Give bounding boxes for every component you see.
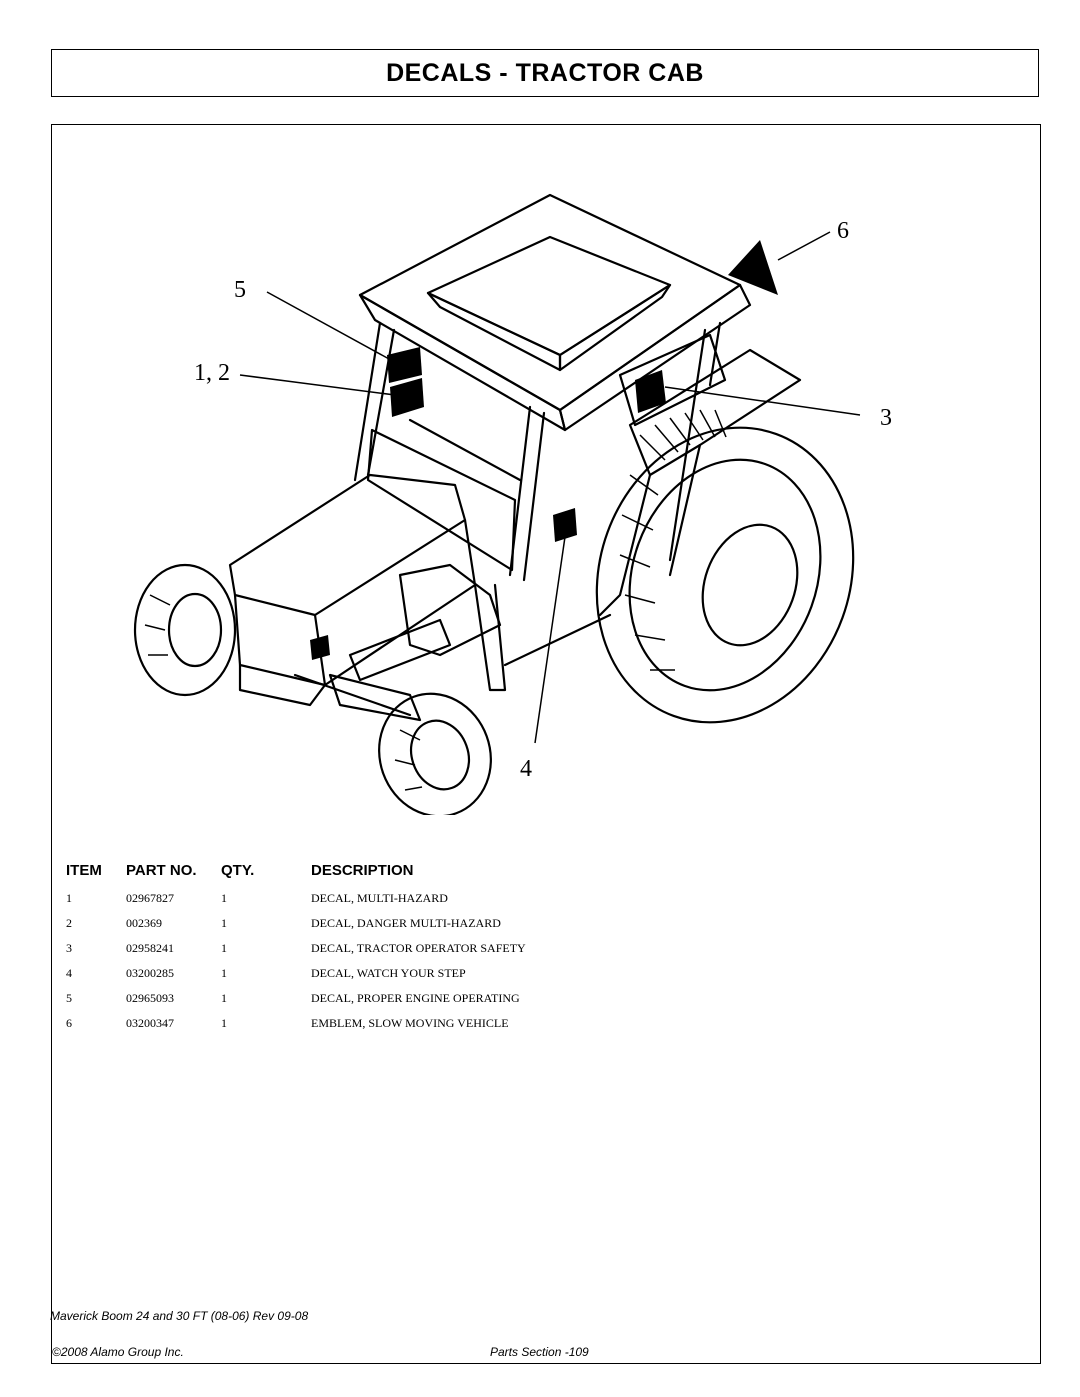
part-number: 002369 xyxy=(126,916,162,930)
tractor-cab-illustration xyxy=(133,193,861,815)
column-header-item: ITEM xyxy=(66,862,102,879)
part-number: 02967827 xyxy=(126,891,174,905)
quantity: 1 xyxy=(221,1016,227,1030)
page-title: DECALS - TRACTOR CAB xyxy=(386,58,704,87)
page-title-box: DECALS - TRACTOR CAB xyxy=(51,49,1039,97)
roof-hatch xyxy=(426,235,672,357)
description: DECAL, DANGER MULTI-HAZARD xyxy=(311,916,501,930)
decal-4 xyxy=(553,508,577,542)
item-number: 2 xyxy=(66,916,72,930)
table-row: 2 002369 1 DECAL, DANGER MULTI-HAZARD xyxy=(0,916,1080,936)
table-row: 6 03200347 1 EMBLEM, SLOW MOVING VEHICLE xyxy=(0,1016,1080,1036)
callout-4: 4 xyxy=(520,756,532,782)
rear-tire xyxy=(595,426,855,724)
item-number: 3 xyxy=(66,941,72,955)
page-number: Parts Section -109 xyxy=(490,1345,589,1359)
decal-1-2 xyxy=(390,378,424,417)
front-tire-right xyxy=(378,692,492,815)
item-number: 1 xyxy=(66,891,72,905)
description: DECAL, WATCH YOUR STEP xyxy=(311,966,466,980)
item-number: 5 xyxy=(66,991,72,1005)
quantity: 1 xyxy=(221,891,227,905)
quantity: 1 xyxy=(221,941,227,955)
part-number: 02958241 xyxy=(126,941,174,955)
description: DECAL, TRACTOR OPERATOR SAFETY xyxy=(311,941,526,955)
quantity: 1 xyxy=(221,966,227,980)
quantity: 1 xyxy=(221,991,227,1005)
decal-5 xyxy=(387,347,422,383)
table-row: 4 03200285 1 DECAL, WATCH YOUR STEP xyxy=(0,966,1080,986)
description: DECAL, PROPER ENGINE OPERATING xyxy=(311,991,520,1005)
decal-3 xyxy=(635,370,666,413)
item-number: 4 xyxy=(66,966,72,980)
callout-6: 6 xyxy=(837,218,849,244)
decal-engine xyxy=(310,635,330,660)
part-number: 03200285 xyxy=(126,966,174,980)
column-header-description: DESCRIPTION xyxy=(311,862,414,879)
table-row: 3 02958241 1 DECAL, TRACTOR OPERATOR SAF… xyxy=(0,941,1080,961)
manual-reference: Maverick Boom 24 and 30 FT (08-06) Rev 0… xyxy=(50,1309,309,1323)
callout-5: 5 xyxy=(234,277,246,303)
copyright: ©2008 Alamo Group Inc. xyxy=(52,1345,184,1359)
content-frame xyxy=(51,124,1041,1364)
callout-3: 3 xyxy=(880,405,892,431)
cab-roof xyxy=(358,193,742,412)
part-number: 03200347 xyxy=(126,1016,174,1030)
table-row: 5 02965093 1 DECAL, PROPER ENGINE OPERAT… xyxy=(0,991,1080,1011)
callout-1-2: 1, 2 xyxy=(194,360,230,386)
front-tire-left xyxy=(133,563,237,697)
description: EMBLEM, SLOW MOVING VEHICLE xyxy=(311,1016,509,1030)
column-header-part-no: PART NO. xyxy=(126,862,197,879)
description: DECAL, MULTI-HAZARD xyxy=(311,891,448,905)
slow-moving-vehicle-emblem xyxy=(728,240,778,295)
column-header-qty: QTY. xyxy=(221,862,255,879)
item-number: 6 xyxy=(66,1016,72,1030)
table-row: 1 02967827 1 DECAL, MULTI-HAZARD xyxy=(0,891,1080,911)
quantity: 1 xyxy=(221,916,227,930)
tractor-hood xyxy=(228,473,467,617)
part-number: 02965093 xyxy=(126,991,174,1005)
